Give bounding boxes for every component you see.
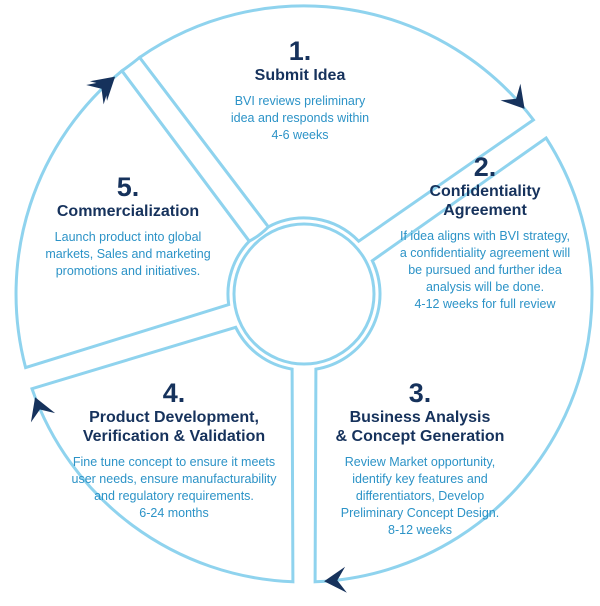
step-3-title: Business Analysis & Concept Generation xyxy=(335,409,505,445)
step-3: 3. Business Analysis & Concept Generatio… xyxy=(300,378,540,539)
cycle-arrow-5 xyxy=(89,76,116,101)
step-5-title: Commercialization xyxy=(56,203,200,220)
cycle-segment-2 xyxy=(313,135,594,584)
cycle-segments xyxy=(14,4,594,584)
step-2: 2. Confidentiality Agreement If idea ali… xyxy=(370,152,600,313)
step-4-title: Product Development, Verification & Vali… xyxy=(82,409,266,445)
step-1-description: BVI reviews preliminary idea and respond… xyxy=(230,94,370,142)
step-3-description: Review Market opportunity, identify key … xyxy=(340,455,500,537)
cycle-arrow-1 xyxy=(500,83,525,109)
step-2-number: 2. xyxy=(473,152,497,182)
cycle-arrows xyxy=(30,76,525,593)
step-1-title: Submit Idea xyxy=(254,67,346,84)
step-1: 1. Submit Idea BVI reviews preliminary i… xyxy=(175,36,425,144)
cycle-segment-1 xyxy=(137,4,536,244)
step-4: 4. Product Development, Verification & V… xyxy=(48,378,300,522)
cycle-arrow-4 xyxy=(86,80,112,105)
cycle-segment-3 xyxy=(30,325,295,584)
step-5-number: 5. xyxy=(116,172,140,202)
step-5-description: Launch product into global markets, Sale… xyxy=(45,230,211,278)
step-4-number: 4. xyxy=(162,378,186,408)
step-3-number: 3. xyxy=(408,378,432,408)
cycle-arrow-3 xyxy=(30,397,56,423)
cycle-arrow-2 xyxy=(324,566,347,593)
step-1-number: 1. xyxy=(288,36,312,66)
step-5: 5. Commercialization Launch product into… xyxy=(18,172,238,280)
step-4-description: Fine tune concept to ensure it meets use… xyxy=(71,455,277,520)
step-2-description: If idea aligns with BVI strategy, a conf… xyxy=(399,229,571,311)
cycle-segment-4 xyxy=(14,68,252,370)
center-hub xyxy=(232,222,376,366)
cycle-segment-5 xyxy=(119,55,271,244)
step-2-title: Confidentiality Agreement xyxy=(429,183,541,219)
